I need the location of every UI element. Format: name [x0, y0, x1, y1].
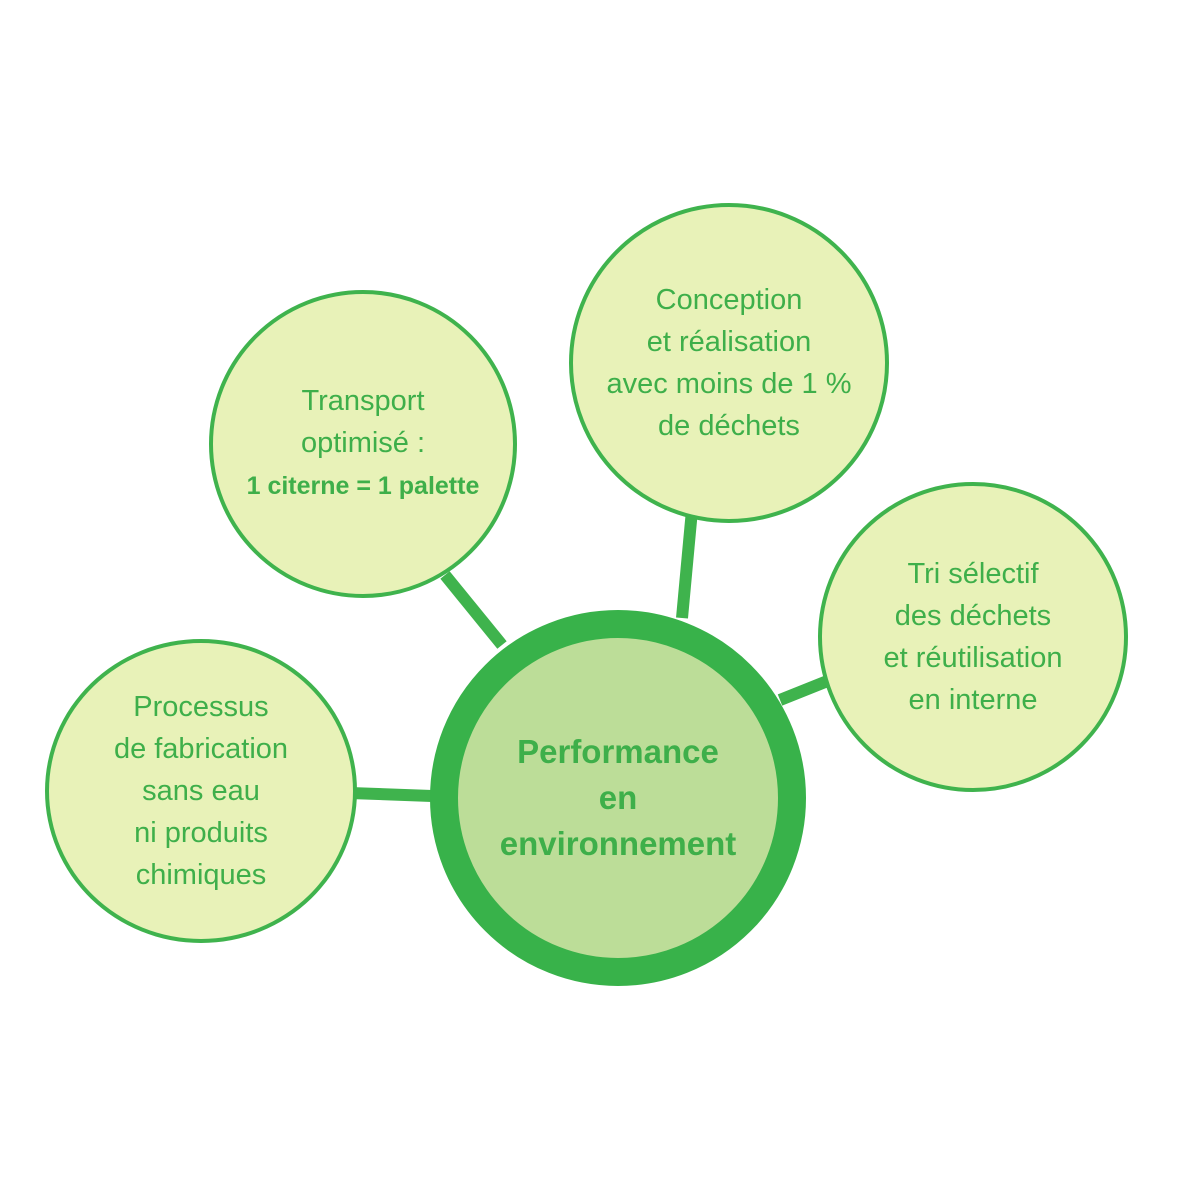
connector-processus: [349, 787, 433, 802]
node-conception-line-1: Conception: [655, 284, 803, 316]
connector-transport: [440, 571, 507, 649]
node-transport-line-1: Transport: [301, 385, 425, 417]
node-processus-line-1: Processus: [133, 691, 269, 723]
node-processus-line-5: chimiques: [135, 859, 267, 891]
node-processus-line-4: ni produits: [134, 817, 268, 849]
node-processus-line-3: sans eau: [142, 775, 260, 807]
node-tri: Tri sélectif des déchets et réutilisatio…: [818, 482, 1128, 792]
node-transport-bold-line: 1 citerne = 1 palette: [246, 472, 480, 500]
node-tri-line-1: Tri sélectif: [907, 558, 1039, 590]
node-tri-line-4: en interne: [908, 684, 1038, 716]
node-conception-line-2: et réalisation: [646, 326, 812, 358]
node-tri-line-3: et réutilisation: [883, 642, 1063, 674]
connector-tri: [777, 674, 833, 706]
node-processus-line-2: de fabrication: [113, 733, 289, 765]
node-conception-line-3: avec moins de 1 %: [606, 368, 852, 400]
connector-conception: [676, 509, 698, 619]
node-transport-line-2: optimisé :: [300, 427, 426, 459]
center-line-3: environnement: [499, 825, 737, 862]
center-line-2: en: [598, 779, 638, 816]
node-transport: Transport optimisé : 1 citerne = 1 palet…: [209, 290, 517, 598]
node-conception-line-4: de déchets: [658, 410, 800, 442]
center-line-1: Performance: [517, 733, 719, 770]
node-center: Performance en environnement: [430, 610, 806, 986]
node-processus: Processus de fabrication sans eau ni pro…: [45, 639, 357, 943]
node-tri-line-2: des déchets: [894, 600, 1052, 632]
node-conception: Conception et réalisation avec moins de …: [569, 203, 889, 523]
